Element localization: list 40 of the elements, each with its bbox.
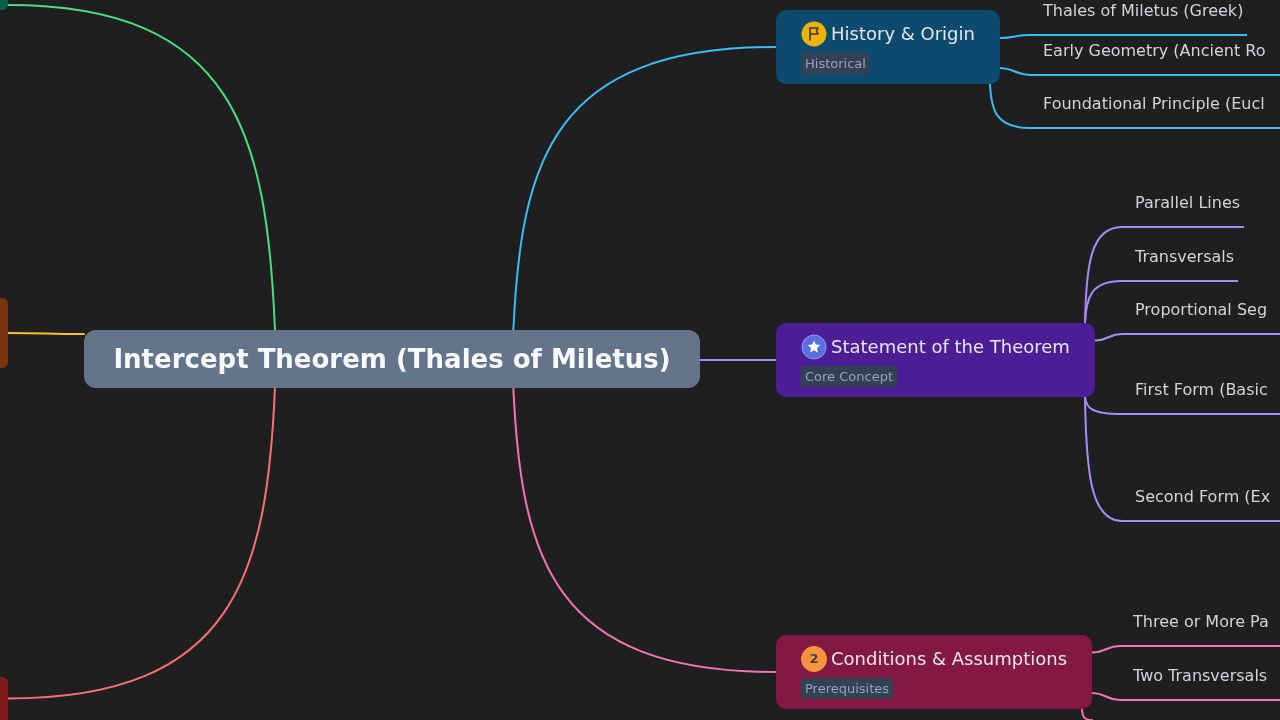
branch-connector <box>7 332 85 335</box>
leaf-topic: Thales of Miletus (Greek) <box>1030 0 1248 36</box>
category-tag: Prerequisites <box>801 678 894 699</box>
subtopic-title: Statement of the Theorem <box>831 334 1070 359</box>
subtopic-box <box>776 10 1000 84</box>
branch-connector <box>1081 708 1093 720</box>
partial-topic-box <box>0 677 8 720</box>
branch-connector <box>999 67 1031 76</box>
subtopic-title: Conditions & Assumptions <box>831 646 1068 671</box>
branch-connector <box>512 46 777 331</box>
branch-connector <box>699 359 777 361</box>
central-topic-box <box>84 330 700 388</box>
number-badge: 2 <box>801 645 827 672</box>
branch-connector <box>1091 692 1121 701</box>
partial-topic-box <box>0 298 8 368</box>
category-tag: Core Concept <box>801 366 897 387</box>
central-topic-text: Intercept Theorem (Thales of Miletus) <box>113 343 671 375</box>
branch-connector <box>989 83 1031 129</box>
subtopic-box <box>776 323 1095 397</box>
category-tag: Historical <box>801 53 870 74</box>
leaf-topic: Parallel Lines <box>1122 192 1245 228</box>
leaf-topic: Foundational Principle (Eucl <box>1030 93 1280 129</box>
leaf-topic: Transversals <box>1122 246 1239 282</box>
leaf-topic: Second Form (Ex <box>1122 486 1280 522</box>
leaf-topic: Early Geometry (Ancient Ro <box>1030 40 1280 76</box>
leaf-topic: First Form (Basic <box>1122 379 1280 415</box>
branch-connector <box>1094 333 1123 342</box>
leaf-topic: Three or More Pa <box>1120 611 1280 647</box>
subtopic-box <box>776 635 1092 709</box>
branch-connector <box>1084 396 1123 522</box>
leaf-topic: Proportional Seg <box>1122 299 1280 335</box>
branch-connector <box>7 387 276 700</box>
branch-connector <box>7 4 276 331</box>
branch-connector <box>512 387 777 673</box>
branch-connector <box>1084 280 1123 324</box>
partial-topic-box <box>0 0 8 10</box>
branch-connector <box>999 34 1031 39</box>
leaf-topic: Two Transversals <box>1120 665 1280 701</box>
subtopic-title: History & Origin <box>831 21 975 46</box>
branch-connector <box>1091 645 1121 654</box>
